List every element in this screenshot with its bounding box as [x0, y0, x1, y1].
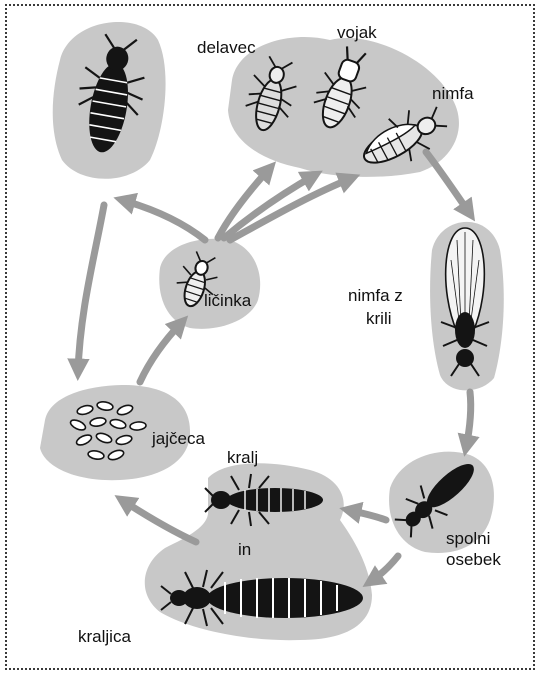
- label-vojak: vojak: [337, 23, 377, 42]
- arrow-larva-to-top-left: [122, 200, 205, 240]
- label-licinka: ličinka: [204, 291, 252, 310]
- label-osebek: osebek: [446, 550, 501, 569]
- arrow-top-left-to-eggs: [78, 205, 104, 372]
- label-kraljica: kraljica: [78, 627, 131, 646]
- label-nimfa-z-krili-line2: krili: [366, 309, 392, 328]
- label-nimfa-z-krili-line1: nimfa z: [348, 286, 403, 305]
- arrow-queen-to-eggs: [122, 500, 196, 542]
- arrow-reproductive-to-queen: [370, 556, 398, 582]
- arrow-larva-to-delavec: [218, 168, 270, 238]
- blob-larva: [159, 239, 260, 329]
- arrow-eggs-to-larva: [140, 322, 182, 382]
- label-nimfa: nimfa: [432, 84, 474, 103]
- label-kralj: kralj: [227, 448, 258, 467]
- label-delavec: delavec: [197, 38, 256, 57]
- label-jajceca: jajčeca: [151, 429, 205, 448]
- arrow-reproductive-to-king: [348, 510, 386, 520]
- arrow-winged-to-reproductive: [466, 392, 471, 448]
- label-spolni: spolni: [446, 529, 490, 548]
- arrow-nimfa-to-winged: [426, 152, 470, 214]
- label-in: in: [238, 540, 251, 559]
